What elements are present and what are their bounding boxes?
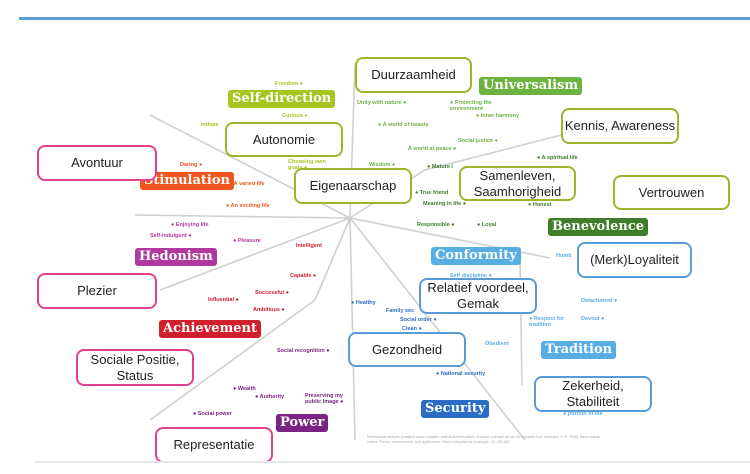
value-intelligent: Intelligent (296, 243, 322, 249)
value-spiritual-life: ● A spiritual life (537, 155, 578, 161)
category-conformity: Conformity (431, 247, 521, 265)
value-self-indulgent: Self-indulgent ● (150, 233, 192, 239)
value-national-security: ● National security (436, 371, 486, 377)
value-loyal: ● Loyal (477, 222, 497, 228)
box-zekerheid: Zekerheid, Stabiliteit (534, 376, 652, 412)
value-self-discipline: Self discipline ● (450, 273, 492, 279)
category-power: Power (276, 414, 329, 432)
value-social-recognition: Social recognition ● (277, 348, 330, 354)
box-relatief-voordeel: Relatief voordeel, Gemak (419, 278, 537, 314)
box-representatie: Representatie (155, 427, 273, 463)
value-healthy: ● Healthy (351, 300, 376, 306)
value-social-order: Social order ● (400, 317, 437, 323)
value-social-power: ● Social power (193, 411, 232, 417)
value-world-peace: A world at peace ● (408, 146, 457, 152)
value-mature-love: ● Mature l (427, 164, 453, 170)
category-security: Security (421, 400, 490, 418)
value-responsible: Responsible ● (417, 222, 455, 228)
category-self-direction: Self-direction (228, 90, 336, 108)
value-enjoying-life: ● Enjoying life (171, 222, 209, 228)
value-family-security: Family sec (386, 308, 415, 314)
value-devout: Devout ● (581, 316, 605, 322)
category-hedonism: Hedonism (135, 248, 217, 266)
box-vertrouwen: Vertrouwen (613, 175, 730, 210)
value-authority: ● Authority (255, 394, 285, 400)
value-influential: Influential ● (208, 297, 239, 303)
value-world-beauty: ● A world of beauty (378, 122, 429, 128)
box-avontuur: Avontuur (37, 145, 157, 181)
category-tradition: Tradition (541, 341, 617, 359)
value-capable: Capable ● (290, 273, 317, 279)
value-social-justice: Social justice ● (458, 138, 499, 144)
box-autonomie: Autonomie (225, 122, 343, 157)
value-clean: Clean ● (402, 326, 422, 332)
category-universalism: Universalism (479, 77, 583, 95)
box-samenleven: Samenleven, Saamhorigheid (459, 166, 576, 201)
value-varied-life: ● A varied life (229, 181, 265, 187)
value-portion-life: ● portion in life (563, 411, 603, 417)
value-inner-harmony: ● Inner harmony (476, 113, 520, 119)
value-wisdom: Wisdom ● (369, 162, 396, 168)
value-daring: Daring ● (180, 162, 203, 168)
value-protecting-environment: ● Protecting the environment (450, 100, 492, 112)
value-independent: Indepe (201, 122, 219, 128)
value-exciting-life: ● An exciting life (226, 203, 270, 209)
value-respect-tradition: ● Respect for tradition (529, 316, 565, 328)
value-true-friendship: ● True friend (415, 190, 449, 196)
value-preserving-image: Preserving my public image ● (305, 393, 344, 405)
bottom-divider (35, 461, 750, 463)
value-wealth: ● Wealth (233, 386, 256, 392)
category-stimulation: Stimulation (140, 172, 234, 190)
value-obedient: Obedient (485, 341, 509, 347)
box-gezondheid: Gezondheid (348, 332, 466, 367)
box-sociale-positie: Sociale Positie, Status (76, 349, 194, 386)
value-unity-nature: Unity with nature ● (357, 100, 407, 106)
value-detachment: Detachment ● (581, 298, 618, 304)
box-eigenaarschap: Eigenaarschap (294, 168, 412, 204)
box-kennis-awareness: Kennis, Awareness (561, 108, 679, 144)
value-meaning-life: Meaning in life ● (423, 201, 467, 207)
box-plezier: Plezier (37, 273, 157, 309)
value-pleasure: ● Pleasure (233, 238, 261, 244)
box-duurzaamheid: Duurzaamheid (355, 57, 472, 93)
value-ambitious: Ambitious ● (253, 307, 285, 313)
value-curious: Curious ● (282, 113, 308, 119)
value-freedom: Freedom ● (275, 81, 304, 87)
value-honest: ● Honest (528, 202, 552, 208)
box-merkloyaliteit: (Merk)Loyaliteit (577, 242, 692, 278)
top-divider (19, 17, 750, 20)
category-achievement: Achievement (159, 320, 261, 338)
category-benevolence: Benevolence (548, 218, 649, 236)
value-successful: Successful ● (255, 290, 289, 296)
footnote: Dimensional analysis (smallest space ana… (367, 435, 601, 444)
value-humble: Humb (556, 253, 572, 259)
